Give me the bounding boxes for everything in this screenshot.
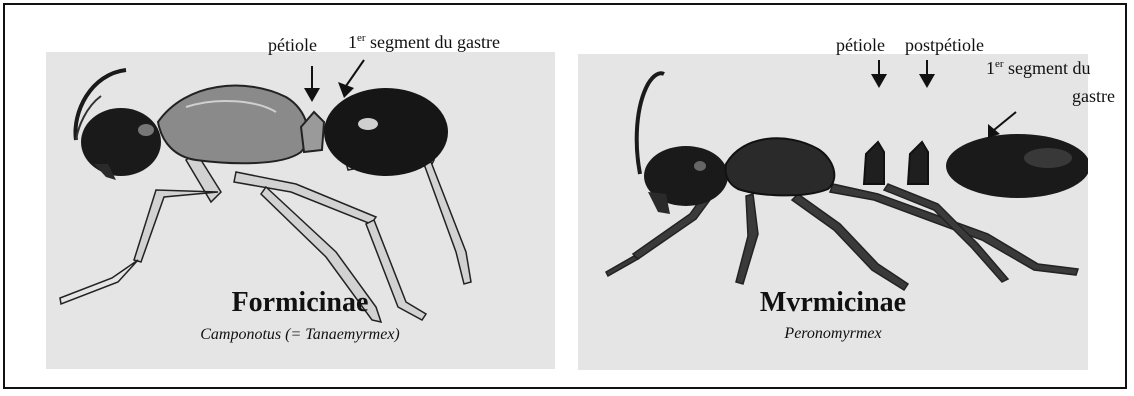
myrmicinae-gaster-label-line2: gastre bbox=[1072, 87, 1115, 105]
formicinae-ant-illustration bbox=[46, 52, 555, 369]
myrmicinae-ant-illustration bbox=[578, 54, 1088, 370]
formicinae-petiole-label: pétiole bbox=[268, 36, 317, 54]
formicinae-subfamily-name: Formicinae bbox=[200, 289, 400, 317]
gaster-label-rest: segment du gastre bbox=[366, 32, 500, 52]
myrmicinae-postpetiole-label: postpétiole bbox=[905, 36, 984, 54]
myrmicinae-gaster-label-line1: 1er segment du bbox=[986, 59, 1091, 77]
myrmicinae-subfamily-name: Mvrmicinae bbox=[733, 289, 933, 317]
formicinae-panel: Formicinae Camponotus (= Tanaemyrmex) bbox=[46, 52, 555, 369]
gaster-label-ordinal: 1 bbox=[348, 32, 357, 52]
myrmicinae-petiole-label: pétiole bbox=[836, 36, 885, 54]
formicinae-gaster-label: 1er segment du gastre bbox=[348, 33, 500, 51]
formicinae-genus-name: Camponotus (= Tanaemyrmex) bbox=[150, 327, 450, 343]
myrmicinae-genus-name: Peronomyrmex bbox=[733, 326, 933, 342]
myrmicinae-panel: Mvrmicinae Peronomyrmex bbox=[578, 54, 1088, 370]
gaster-label-superscript: er bbox=[995, 58, 1004, 70]
gaster-label-ordinal: 1 bbox=[986, 58, 995, 78]
gaster-label-superscript: er bbox=[357, 32, 366, 44]
gaster-label-rest: segment du bbox=[1004, 58, 1091, 78]
